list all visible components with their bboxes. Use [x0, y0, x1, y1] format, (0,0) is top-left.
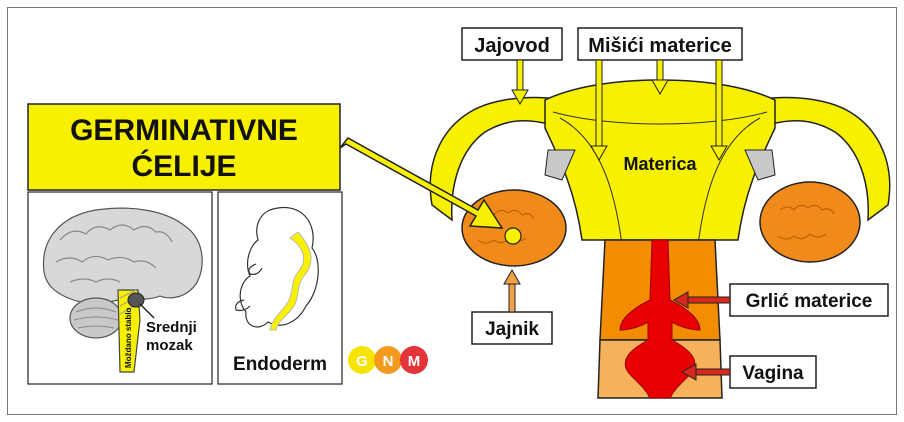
gnm-logo: G N M — [348, 346, 428, 374]
brain-panel: Srednji mozak Moždano stablo — [28, 192, 212, 384]
mozdano-stablo-text: Moždano stablo — [124, 307, 133, 368]
right-ovary-group — [745, 150, 860, 262]
grlic-text: Grlić materice — [746, 291, 873, 312]
vagina-text: Vagina — [742, 363, 804, 384]
germinativne-line2: ĆELIJE — [131, 149, 236, 183]
label-vagina: Vagina — [730, 356, 816, 388]
germinativne-line1: GERMINATIVNE — [70, 114, 298, 147]
srednji-text: Srednji — [146, 319, 197, 336]
label-jajovod: Jajovod — [462, 28, 562, 60]
germinativne-label: GERMINATIVNE ĆELIJE — [28, 104, 340, 190]
germinativne-arrow — [340, 138, 502, 228]
jajovod-text: Jajovod — [474, 35, 550, 57]
label-grlic-materice: Grlić materice — [730, 284, 888, 316]
embryo-panel: Endoderm — [218, 192, 342, 384]
germ-cell-dot — [505, 228, 521, 244]
endoderm-text: Endoderm — [233, 354, 327, 375]
misici-text: Mišići materice — [588, 35, 731, 57]
label-jajnik: Jajnik — [472, 312, 552, 344]
jajnik-text: Jajnik — [485, 319, 539, 340]
jajnik-arrow — [504, 270, 520, 312]
mozak-text: mozak — [146, 337, 193, 354]
right-ovary — [760, 182, 860, 262]
label-misici-materice: Mišići materice — [578, 28, 742, 60]
cerebellum — [70, 298, 122, 338]
logo-letter-g: G — [356, 353, 368, 370]
logo-letter-m: M — [408, 353, 421, 370]
materica-text: Materica — [623, 154, 697, 174]
logo-letter-n: N — [383, 353, 394, 370]
brain-cortex — [43, 208, 202, 303]
